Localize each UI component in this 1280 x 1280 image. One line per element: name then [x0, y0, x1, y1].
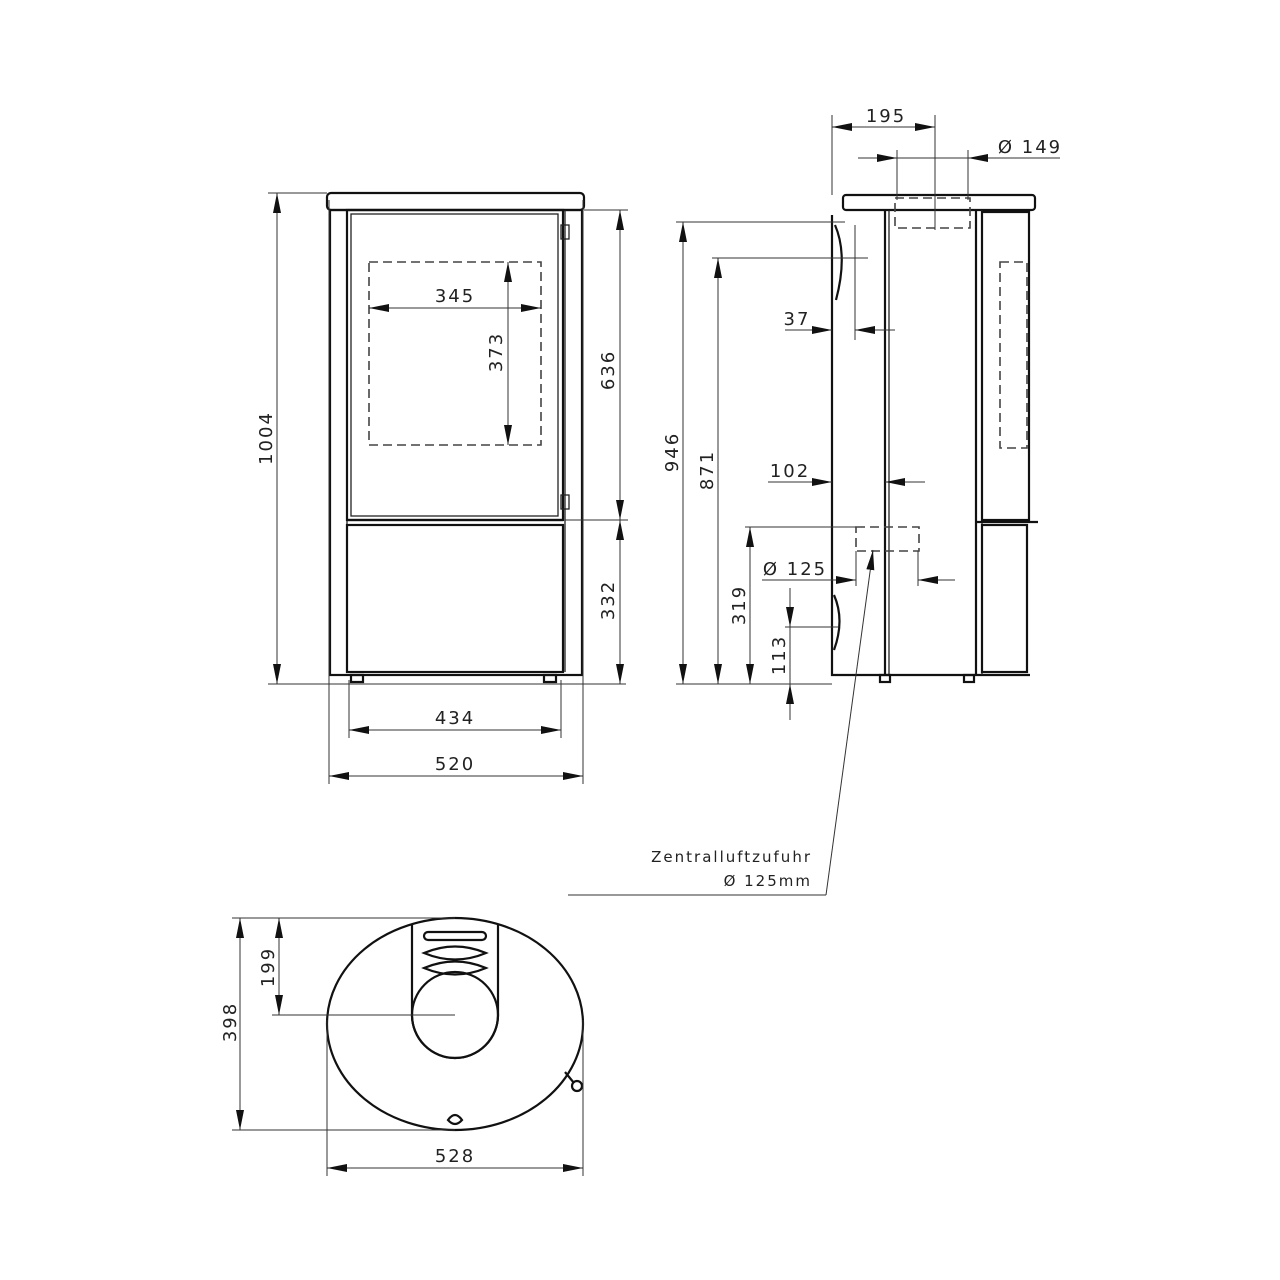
dim-149: Ø 149 — [998, 137, 1062, 158]
dim-520: 520 — [435, 754, 475, 775]
side-view: 195 Ø 149 946 871 37 102 319 Ø 125 113 Z… — [568, 106, 1062, 896]
dim-332: 332 — [598, 580, 619, 620]
dim-946: 946 — [662, 432, 683, 472]
dim-37: 37 — [784, 309, 811, 330]
dim-345: 345 — [435, 286, 475, 307]
dim-319: 319 — [729, 585, 750, 625]
dim-373: 373 — [486, 332, 507, 372]
annotation-diameter: Ø 125mm — [724, 872, 812, 890]
front-view: 1004 636 332 345 373 434 520 — [256, 191, 628, 784]
dim-398: 398 — [220, 1002, 241, 1042]
top-view: 398 199 528 — [220, 916, 585, 1176]
dim-871: 871 — [697, 450, 718, 490]
dim-102: 102 — [770, 461, 810, 482]
dim-528: 528 — [435, 1146, 475, 1167]
dim-434: 434 — [435, 708, 475, 729]
dim-636: 636 — [598, 350, 619, 390]
dim-1004: 1004 — [256, 411, 277, 465]
dim-125: Ø 125 — [763, 559, 827, 580]
dim-199: 199 — [258, 947, 279, 987]
dim-195: 195 — [866, 106, 906, 127]
annotation-label: Zentralluftzufuhr — [651, 848, 812, 866]
dim-113: 113 — [769, 635, 790, 675]
